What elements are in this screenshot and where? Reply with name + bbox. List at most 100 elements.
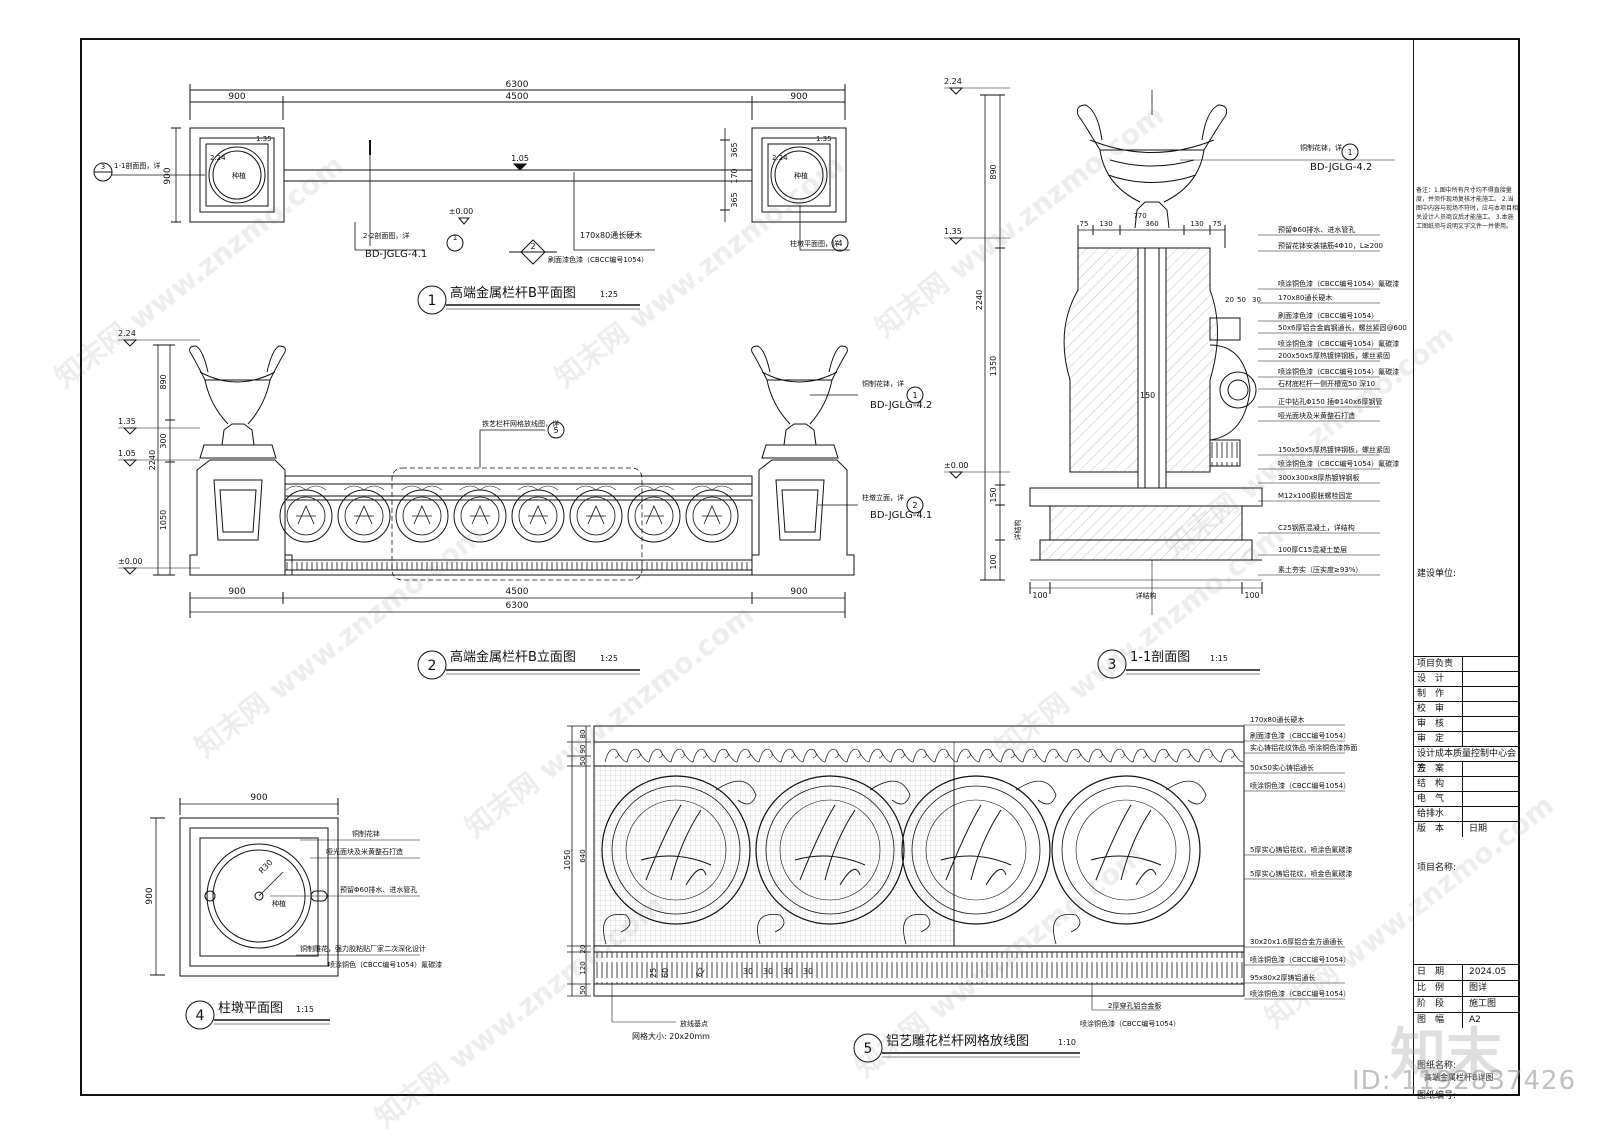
ref-section: 1-1剖面图，详 [114, 161, 160, 170]
grid-l25: 25 [649, 968, 658, 978]
grid-view [567, 724, 1345, 1063]
tb-version-value: 日期 [1462, 822, 1487, 837]
elev-ring-flower [644, 505, 664, 525]
section-note: 正中钻孔Φ150 插Φ140x6厚钢管 [1278, 397, 1383, 406]
section-note: 刷面漆色漆（CBCC编号1054） [1278, 311, 1378, 320]
tb-row2-1: 结 构 [1414, 776, 1519, 792]
elev-grid-num: 5 [553, 426, 558, 435]
tb-row-4-value [1462, 717, 1469, 732]
tb-row-2-label: 制 作 [1417, 689, 1445, 699]
section-note: 喷涂铜色漆（CBCC编号1054）氟碳漆 [1278, 279, 1399, 288]
elev-ring-flower [528, 505, 548, 525]
elev-ring-wave [575, 485, 617, 491]
sec-w75: 75 [1080, 220, 1089, 228]
tb-row2-2-value [1462, 792, 1469, 807]
title-block: 备注：1.图中所有尺寸均不得直接量度，并须作现场复核才能施工。 2.当图中内容与… [1413, 38, 1520, 1101]
plan-scale: 1:25 [600, 290, 618, 299]
sec-mid50: 50 [1237, 296, 1246, 304]
grid-total: 1050 [563, 850, 572, 870]
grid-wave [692, 748, 716, 763]
grid-ring-inner [1075, 799, 1177, 901]
tb-row-4: 审 核 [1414, 716, 1519, 732]
elev-h135: 1.35 [118, 417, 136, 426]
elev-h224: 2.24 [118, 329, 136, 338]
section-view [944, 87, 1395, 679]
grid-wave [846, 748, 870, 763]
sec-mid20: 20 [1225, 296, 1234, 304]
tb-row2-0-label: 方 案 [1417, 764, 1445, 774]
sec-rod150: 150 [1140, 391, 1155, 400]
section-note: 素土夯实（压实度≥93%） [1278, 565, 1362, 574]
grid-note: 5厚实心铸铝花纹，喷涂色氟碳漆 [1250, 845, 1352, 854]
pier-note-4: 喷涂铜色（CBCC编号1054）氟碳漆 [328, 960, 442, 969]
tb-row2-2: 电 气 [1414, 791, 1519, 807]
image-id: ID: 1192837426 [1352, 1066, 1577, 1096]
grid-ring-mid [911, 785, 1041, 915]
znzmo-logo: 知末 [1390, 1022, 1502, 1088]
elev-w4500: 4500 [506, 587, 529, 597]
grid-wave [714, 748, 738, 763]
tb-row-5-value [1462, 732, 1469, 747]
grid-scroll [1165, 780, 1207, 805]
grid-note: 95x80x2厚铸铝通长 [1250, 973, 1316, 982]
dim-total: 6300 [506, 80, 529, 90]
drawing-name-label: 图纸名称: [1417, 1061, 1457, 1071]
drawing-name: 高端金属栏杆B详图 [1424, 1073, 1494, 1082]
dim-mid: 4500 [506, 92, 529, 102]
grid-bs-3: 30 [803, 967, 813, 976]
section-note: 100厚C15混凝土垫层 [1278, 545, 1347, 554]
grid-wave [1154, 748, 1178, 763]
tb-row-4-label: 审 核 [1417, 719, 1445, 729]
pier-w900: 900 [250, 793, 267, 803]
elevation-view-text: 2.24 1.35 1.05 ±0.00 890 300 2240 1050 9… [118, 329, 932, 674]
sec-urn-ref: 铜制花钵，详 [1300, 143, 1342, 152]
sec-number: 3 [1108, 657, 1117, 673]
tb-row-2: 制 作 [1414, 686, 1519, 702]
tb-info-2: 阶 段施工图 [1414, 996, 1519, 1012]
grid-wave [890, 748, 914, 763]
grid-wave [956, 748, 980, 763]
sec-b100r: 100 [1244, 591, 1259, 600]
grid-left-dim: 80 [579, 730, 587, 739]
sec-title: 1-1剖面图 [1130, 650, 1190, 665]
elev-w900r: 900 [790, 587, 807, 597]
grid-note: 喷涂铜色漆（CBCC编号1054） [1250, 989, 1350, 998]
grid-ring-mid [1061, 785, 1191, 915]
plan-level-r: 1.35 [816, 135, 832, 143]
ref-pier-num: 4 [837, 239, 842, 248]
grid-ring-inner [625, 799, 727, 901]
tb-row2-0: 方 案 [1414, 761, 1519, 777]
sec-mid30: 30 [1252, 296, 1261, 304]
grid-note: 30x20x1.6厚铝合金方通通长 [1250, 937, 1343, 946]
tb-row-0-value [1462, 657, 1469, 672]
tb-row-5-label: 审 定 [1417, 734, 1445, 744]
grid-ring-mid [765, 785, 895, 915]
grid-scroll [1053, 913, 1081, 945]
elev-ring-inner [518, 496, 558, 536]
grid-wave [934, 748, 958, 763]
grid-wave [1198, 748, 1222, 763]
grid-ring-flower [940, 804, 1012, 886]
elevation-view [118, 339, 924, 680]
section-view-text: 2.24 1.35 ±0.00 890 2240 1350 150 100 75… [944, 77, 1407, 673]
rail-note: 170x80通长硬木 [580, 230, 642, 240]
tb-row-0: 项目负责 [1414, 656, 1519, 672]
grid-wave [758, 748, 782, 763]
plan-224-l: 2.24 [210, 154, 226, 162]
tb-row-5: 审 定 [1414, 731, 1519, 747]
elev-urn-num: 1 [912, 391, 917, 400]
elev-ring-flower [470, 505, 490, 525]
section-note: 预留花钵安装锚筋4Φ10，L≥200 [1278, 241, 1383, 250]
grid-wave [824, 748, 848, 763]
tb-cost-label: 设计成本质量控制中心会签 [1417, 749, 1517, 774]
sec-w130b: 130 [1190, 220, 1203, 228]
grid-note: 刷面漆色漆（CBCC编号1054） [1250, 731, 1350, 740]
drawing-no-label: 图纸编号: [1417, 1091, 1457, 1101]
section-notes: 预留Φ60排水、进水管孔预留花钵安装锚筋4Φ10，L≥200喷涂铜色漆（CBCC… [1278, 225, 1407, 574]
pier-plan-text: 900 900 R30 种植 铜制花钵 哑光面块及米黄整石打造 预留Φ60排水、… [145, 793, 442, 1024]
sec-w360: 360 [1145, 220, 1158, 228]
grid-wave [1066, 748, 1090, 763]
